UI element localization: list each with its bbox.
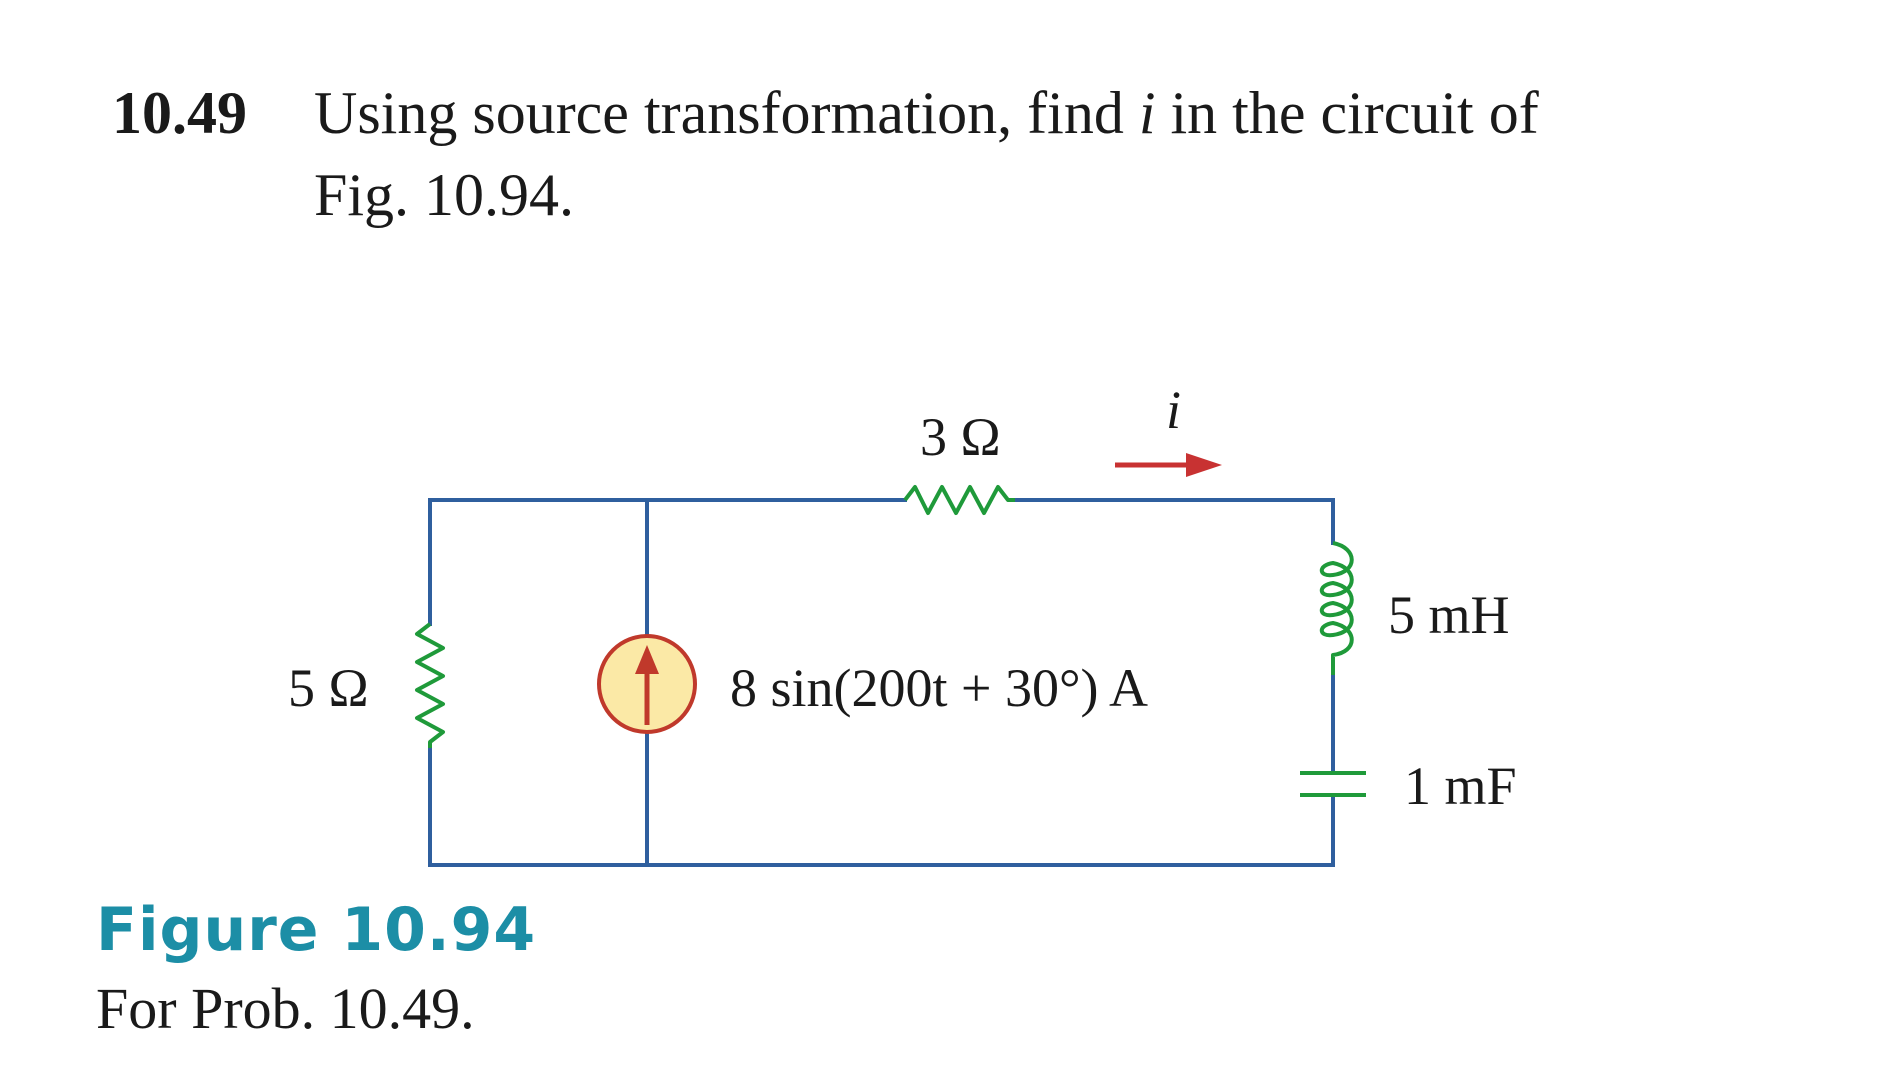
label-source: 8 sin(200t + 30°) A	[730, 658, 1148, 718]
problem-line-1: 10.49 Using source transformation, find i…	[112, 72, 1712, 154]
problem-variable: i	[1138, 80, 1156, 146]
wire-top-right	[1013, 498, 1335, 545]
label-r-top: 3 Ω	[920, 407, 1001, 467]
problem-text-before-var: Using source transformation, find	[314, 80, 1139, 146]
problem-number: 10.49	[112, 80, 247, 146]
resistor-3-ohm	[903, 485, 1015, 515]
arrow-right-icon	[1186, 453, 1222, 477]
wire-bottom	[428, 793, 1335, 867]
figure-title: Figure 10.94	[96, 895, 537, 965]
problem-statement: 10.49 Using source transformation, find i…	[112, 72, 1712, 236]
circuit-wires	[428, 498, 1335, 867]
figure-caption: For Prob. 10.49.	[96, 976, 475, 1041]
current-source	[597, 634, 697, 734]
problem-text-after-var: in the circuit of	[1155, 80, 1539, 146]
label-capacitor: 1 mF	[1404, 756, 1517, 816]
problem-line-2: Fig. 10.94.	[314, 162, 575, 228]
label-inductor: 5 mH	[1388, 585, 1510, 645]
capacitor-1-mf	[1300, 771, 1366, 797]
arrow-up-icon	[635, 645, 659, 674]
inductor-5-mh	[1319, 541, 1354, 675]
current-direction-arrow	[1115, 453, 1222, 477]
resistor-5-ohm	[415, 622, 445, 748]
label-current-i: i	[1166, 380, 1181, 440]
label-r-left: 5 Ω	[288, 658, 369, 718]
